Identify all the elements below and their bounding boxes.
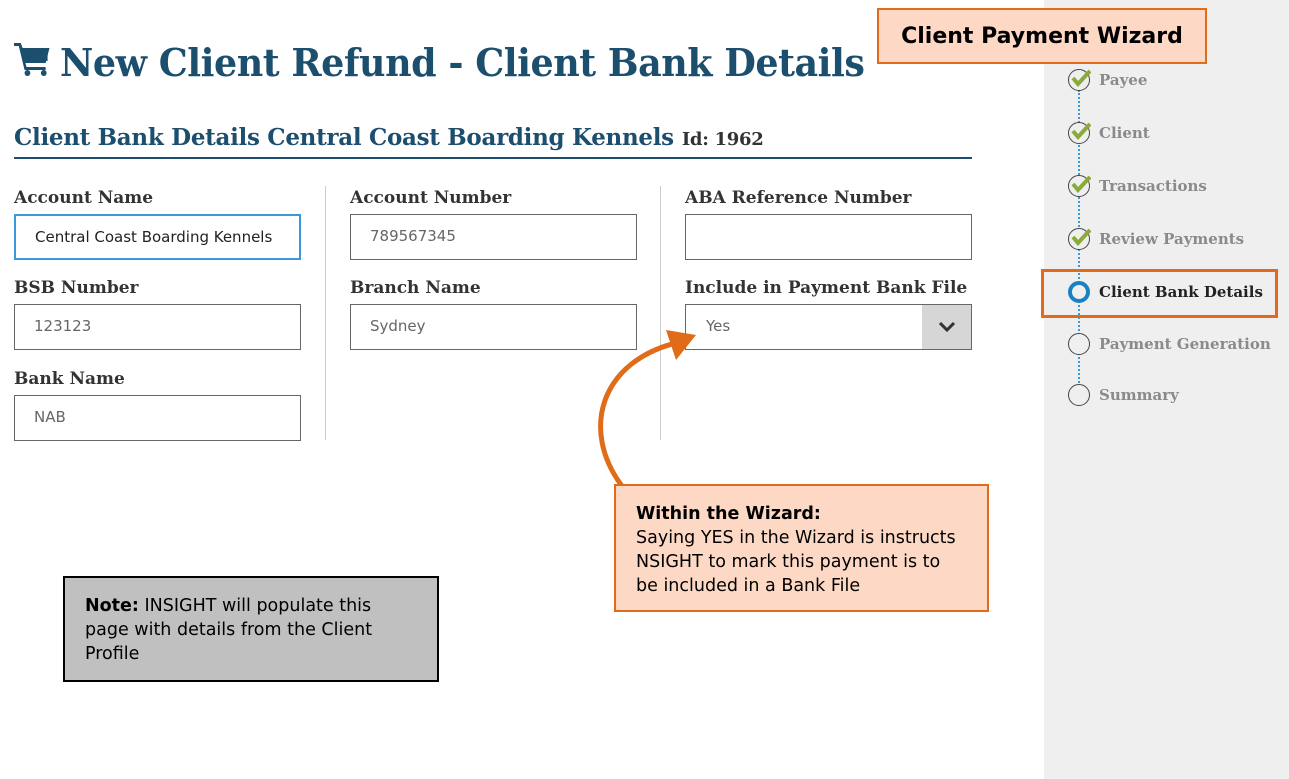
- wizard-step-payee[interactable]: Payee: [1068, 69, 1147, 91]
- wizard-step-transactions[interactable]: Transactions: [1068, 175, 1207, 197]
- account-number-input[interactable]: 789567345: [350, 214, 637, 260]
- wizard-step-client-bank-details[interactable]: Client Bank Details: [1068, 281, 1263, 303]
- callout-heading: Within the Wizard:: [636, 504, 821, 524]
- bsb-number-label: BSB Number: [14, 278, 139, 298]
- check-icon: [1068, 228, 1091, 250]
- client-id: Id: 1962: [681, 129, 764, 150]
- wizard-step-label: Client: [1099, 124, 1150, 142]
- column-divider: [660, 186, 661, 440]
- aba-reference-label: ABA Reference Number: [685, 188, 912, 208]
- pending-step-icon: [1068, 333, 1090, 355]
- bank-name-input[interactable]: NAB: [14, 395, 301, 441]
- include-bank-file-label: Include in Payment Bank File: [685, 278, 968, 298]
- pending-step-icon: [1068, 384, 1090, 406]
- check-icon: [1068, 69, 1091, 91]
- aba-reference-input[interactable]: [685, 214, 972, 260]
- wizard-step-label: Review Payments: [1099, 230, 1245, 248]
- branch-name-label: Branch Name: [350, 278, 481, 298]
- current-step-highlight: [1041, 269, 1278, 318]
- wizard-step-payment-generation[interactable]: Payment Generation: [1068, 333, 1271, 355]
- check-icon: [1068, 122, 1091, 144]
- include-bank-file-value: Yes: [706, 317, 731, 335]
- page-title-text: New Client Refund - Client Bank Details: [60, 40, 865, 85]
- current-step-icon: [1068, 281, 1090, 303]
- note-box: Note: INSIGHT will populate this page wi…: [63, 576, 439, 682]
- page-title: New Client Refund - Client Bank Details: [14, 40, 865, 85]
- chevron-down-icon[interactable]: [922, 305, 971, 349]
- note-body: INSIGHT will populate this page with det…: [85, 596, 373, 664]
- wizard-step-label: Payee: [1099, 71, 1148, 89]
- wizard-step-label: Summary: [1099, 386, 1179, 404]
- wizard-step-label: Payment Generation: [1099, 335, 1271, 353]
- wizard-step-label: Client Bank Details: [1099, 283, 1263, 301]
- wizard-step-client[interactable]: Client: [1068, 122, 1150, 144]
- branch-name-input[interactable]: Sydney: [350, 304, 637, 350]
- wizard-callout: Within the Wizard: Saying YES in the Wiz…: [614, 484, 989, 612]
- wizard-step-label: Transactions: [1099, 177, 1207, 195]
- section-heading-text: Client Bank Details Central Coast Boardi…: [14, 124, 764, 151]
- bank-name-label: Bank Name: [14, 369, 125, 389]
- callout-arrow: [598, 330, 696, 488]
- section-title: Client Bank Details Central Coast Boardi…: [14, 124, 674, 151]
- include-bank-file-select[interactable]: Yes: [685, 304, 972, 350]
- account-name-input[interactable]: Central Coast Boarding Kennels: [14, 214, 301, 260]
- column-divider: [325, 186, 326, 440]
- wizard-title-callout: Client Payment Wizard: [877, 8, 1207, 64]
- note-heading: Note:: [85, 596, 139, 616]
- wizard-step-review-payments[interactable]: Review Payments: [1068, 228, 1244, 250]
- bsb-number-input[interactable]: 123123: [14, 304, 301, 350]
- account-name-label: Account Name: [14, 188, 154, 208]
- callout-body: Saying YES in the Wizard is instructs NS…: [636, 528, 956, 596]
- section-heading: Client Bank Details Central Coast Boardi…: [14, 124, 972, 159]
- check-icon: [1068, 175, 1091, 197]
- account-number-label: Account Number: [350, 188, 512, 208]
- shopping-cart-icon: [14, 40, 50, 85]
- wizard-step-summary[interactable]: Summary: [1068, 384, 1179, 406]
